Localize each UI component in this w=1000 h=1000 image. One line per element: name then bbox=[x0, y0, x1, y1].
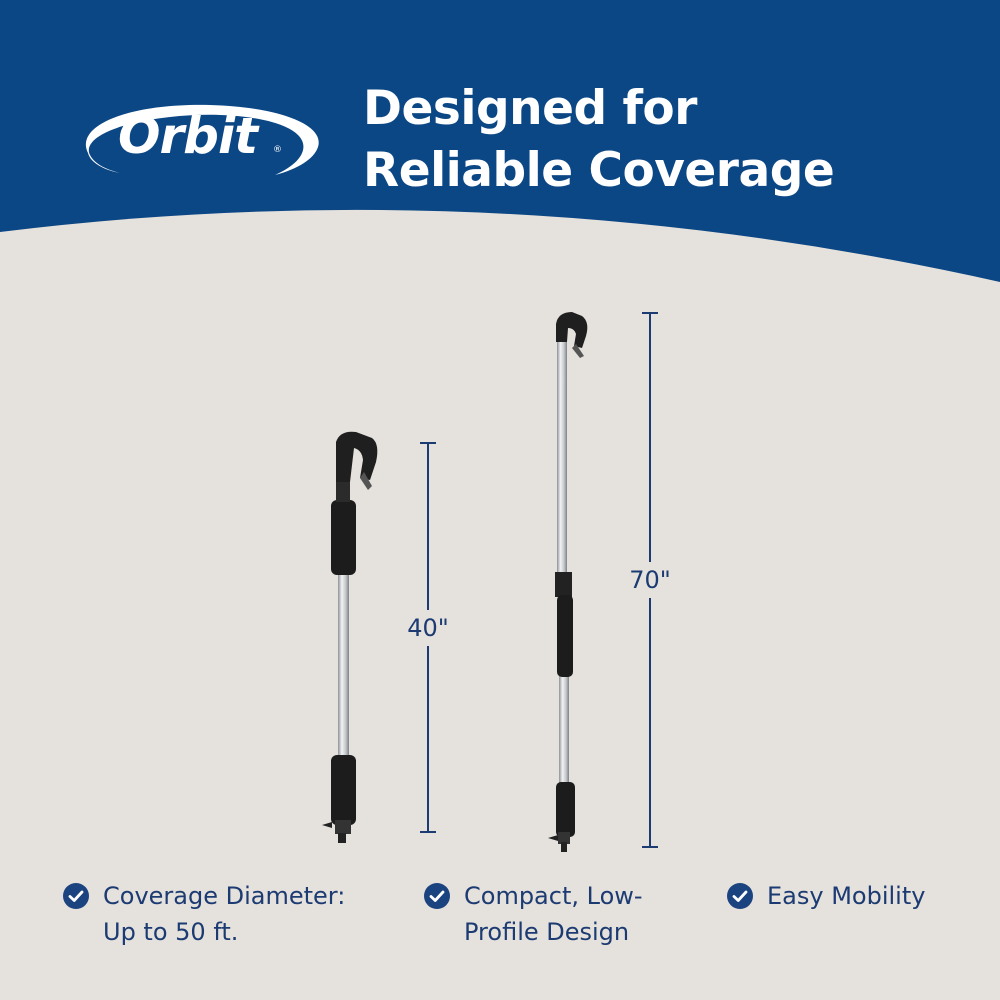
banner-background bbox=[0, 0, 1000, 282]
logo-wordmark: Orbit bbox=[118, 107, 258, 165]
feature-mobility: Easy Mobility bbox=[727, 878, 925, 914]
product-scene: 40" 70" bbox=[0, 290, 1000, 870]
feature-mobility-line-1: Easy Mobility bbox=[767, 882, 926, 910]
check-circle-icon bbox=[424, 883, 450, 909]
feature-coverage-line-2: Up to 50 ft. bbox=[103, 918, 239, 946]
feature-compact-line-1: Compact, Low- bbox=[464, 882, 643, 910]
product-illustration bbox=[322, 312, 658, 852]
short-sprinkler-icon bbox=[322, 431, 378, 843]
measurement-label-short: 40" bbox=[398, 610, 458, 646]
feature-coverage: Coverage Diameter: Up to 50 ft. bbox=[63, 878, 345, 950]
page-title: Designed for Reliable Coverage bbox=[363, 78, 983, 202]
tall-sprinkler-icon bbox=[548, 312, 588, 852]
orbit-logo: Orbit ® bbox=[70, 95, 330, 185]
check-circle-icon bbox=[63, 883, 89, 909]
header-banner: Orbit ® Designed for Reliable Coverage bbox=[0, 0, 1000, 290]
feature-compact: Compact, Low- Profile Design bbox=[424, 878, 643, 950]
logo-registered-mark: ® bbox=[273, 145, 282, 155]
title-line-2: Reliable Coverage bbox=[363, 143, 835, 198]
feature-coverage-line-1: Coverage Diameter: bbox=[103, 882, 346, 910]
measurement-label-tall: 70" bbox=[620, 562, 680, 598]
title-line-1: Designed for bbox=[363, 81, 697, 136]
check-circle-icon bbox=[727, 883, 753, 909]
feature-compact-line-2: Profile Design bbox=[464, 918, 630, 946]
